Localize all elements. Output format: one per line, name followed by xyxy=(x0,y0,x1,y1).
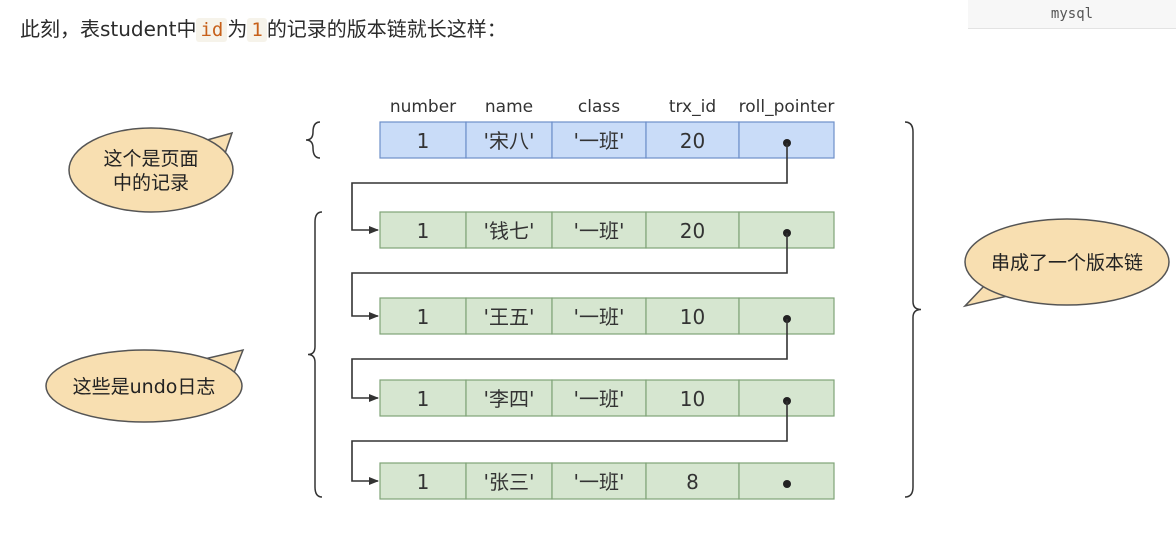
cell-trx-id: 8 xyxy=(686,470,699,494)
record-cell xyxy=(465,379,553,417)
bubble-text: 串成了一个版本链 xyxy=(991,252,1143,274)
record-cell xyxy=(465,297,553,335)
undo-log-row: 1 '张三' '一班' 8 xyxy=(379,462,835,500)
roll-pointer-links xyxy=(351,143,788,485)
roll-pointer-dot xyxy=(783,480,791,488)
record-cell xyxy=(645,211,740,249)
cell-number: 1 xyxy=(417,219,430,243)
roll-pointer-arrow xyxy=(351,143,788,234)
column-header: trx_id xyxy=(669,97,716,117)
bubble-text: 中的记录 xyxy=(113,172,189,194)
record-cell xyxy=(379,211,467,249)
intro-text-1: 此刻，表student中 xyxy=(20,17,197,41)
undo-log-bubble: 这些是undo日志 xyxy=(45,348,245,423)
cell-number: 1 xyxy=(417,129,430,153)
column-header: class xyxy=(578,97,620,117)
cell-class: '一班' xyxy=(574,129,625,153)
cell-class: '一班' xyxy=(574,219,625,243)
inline-code-1: 1 xyxy=(247,18,267,42)
roll-pointer-arrow xyxy=(351,401,788,485)
record-cell xyxy=(551,211,647,249)
cell-class: '一班' xyxy=(574,387,625,411)
record-cell xyxy=(645,379,740,417)
cell-class: '一班' xyxy=(574,305,625,329)
undo-log-brace xyxy=(307,211,323,498)
page-record-row: 1 '宋八' '一班' 20 xyxy=(379,121,835,159)
bubble-text: 这个是页面 xyxy=(103,148,198,170)
page-record-brace xyxy=(305,121,321,159)
roll-pointer-arrow xyxy=(351,233,788,320)
code-language-label: mysql xyxy=(968,0,1176,29)
cell-name: '王五' xyxy=(484,305,535,329)
undo-log-row: 1 '钱七' '一班' 20 xyxy=(379,211,835,249)
cell-trx-id: 20 xyxy=(680,219,705,243)
roll-pointer-arrow xyxy=(351,319,788,402)
record-cell xyxy=(379,297,467,335)
column-header: roll_pointer xyxy=(739,97,835,117)
version-chain-brace xyxy=(904,121,922,498)
column-header: name xyxy=(485,97,533,117)
record-cell xyxy=(465,121,553,159)
intro-text-2: 为 xyxy=(227,17,248,41)
record-cell xyxy=(551,379,647,417)
cell-name: '宋八' xyxy=(484,129,535,153)
record-cell xyxy=(465,462,553,500)
cell-class: '一班' xyxy=(574,470,625,494)
bubble-text: 这些是undo日志 xyxy=(73,376,216,398)
cell-name: '李四' xyxy=(484,387,535,411)
braces xyxy=(305,121,922,498)
column-header: number xyxy=(390,97,456,117)
inline-code-id: id xyxy=(196,18,228,42)
cell-name: '张三' xyxy=(484,470,535,494)
record-cell xyxy=(379,462,467,500)
column-headers: number name class trx_id roll_pointer xyxy=(390,97,835,117)
record-cell xyxy=(551,121,647,159)
cell-trx-id: 20 xyxy=(680,129,705,153)
cell-number: 1 xyxy=(417,387,430,411)
record-cell xyxy=(551,462,647,500)
cell-name: '钱七' xyxy=(484,219,535,243)
undo-log-row: 1 '李四' '一班' 10 xyxy=(379,379,835,417)
cell-number: 1 xyxy=(417,305,430,329)
undo-log-row: 1 '王五' '一班' 10 xyxy=(379,297,835,335)
record-cell xyxy=(645,121,740,159)
version-chain-bubble: 串成了一个版本链 xyxy=(962,218,1170,308)
record-cell xyxy=(551,297,647,335)
cell-number: 1 xyxy=(417,470,430,494)
cell-trx-id: 10 xyxy=(680,387,705,411)
record-rows: 1 '宋八' '一班' 20 1 '钱七' '一班' 20 1 '王五' '一班' 10 1 '李四' '一… xyxy=(379,121,835,500)
record-cell xyxy=(645,297,740,335)
cell-trx-id: 10 xyxy=(680,305,705,329)
intro-text-3: 的记录的版本链就长这样： xyxy=(266,17,507,41)
record-cell xyxy=(379,379,467,417)
